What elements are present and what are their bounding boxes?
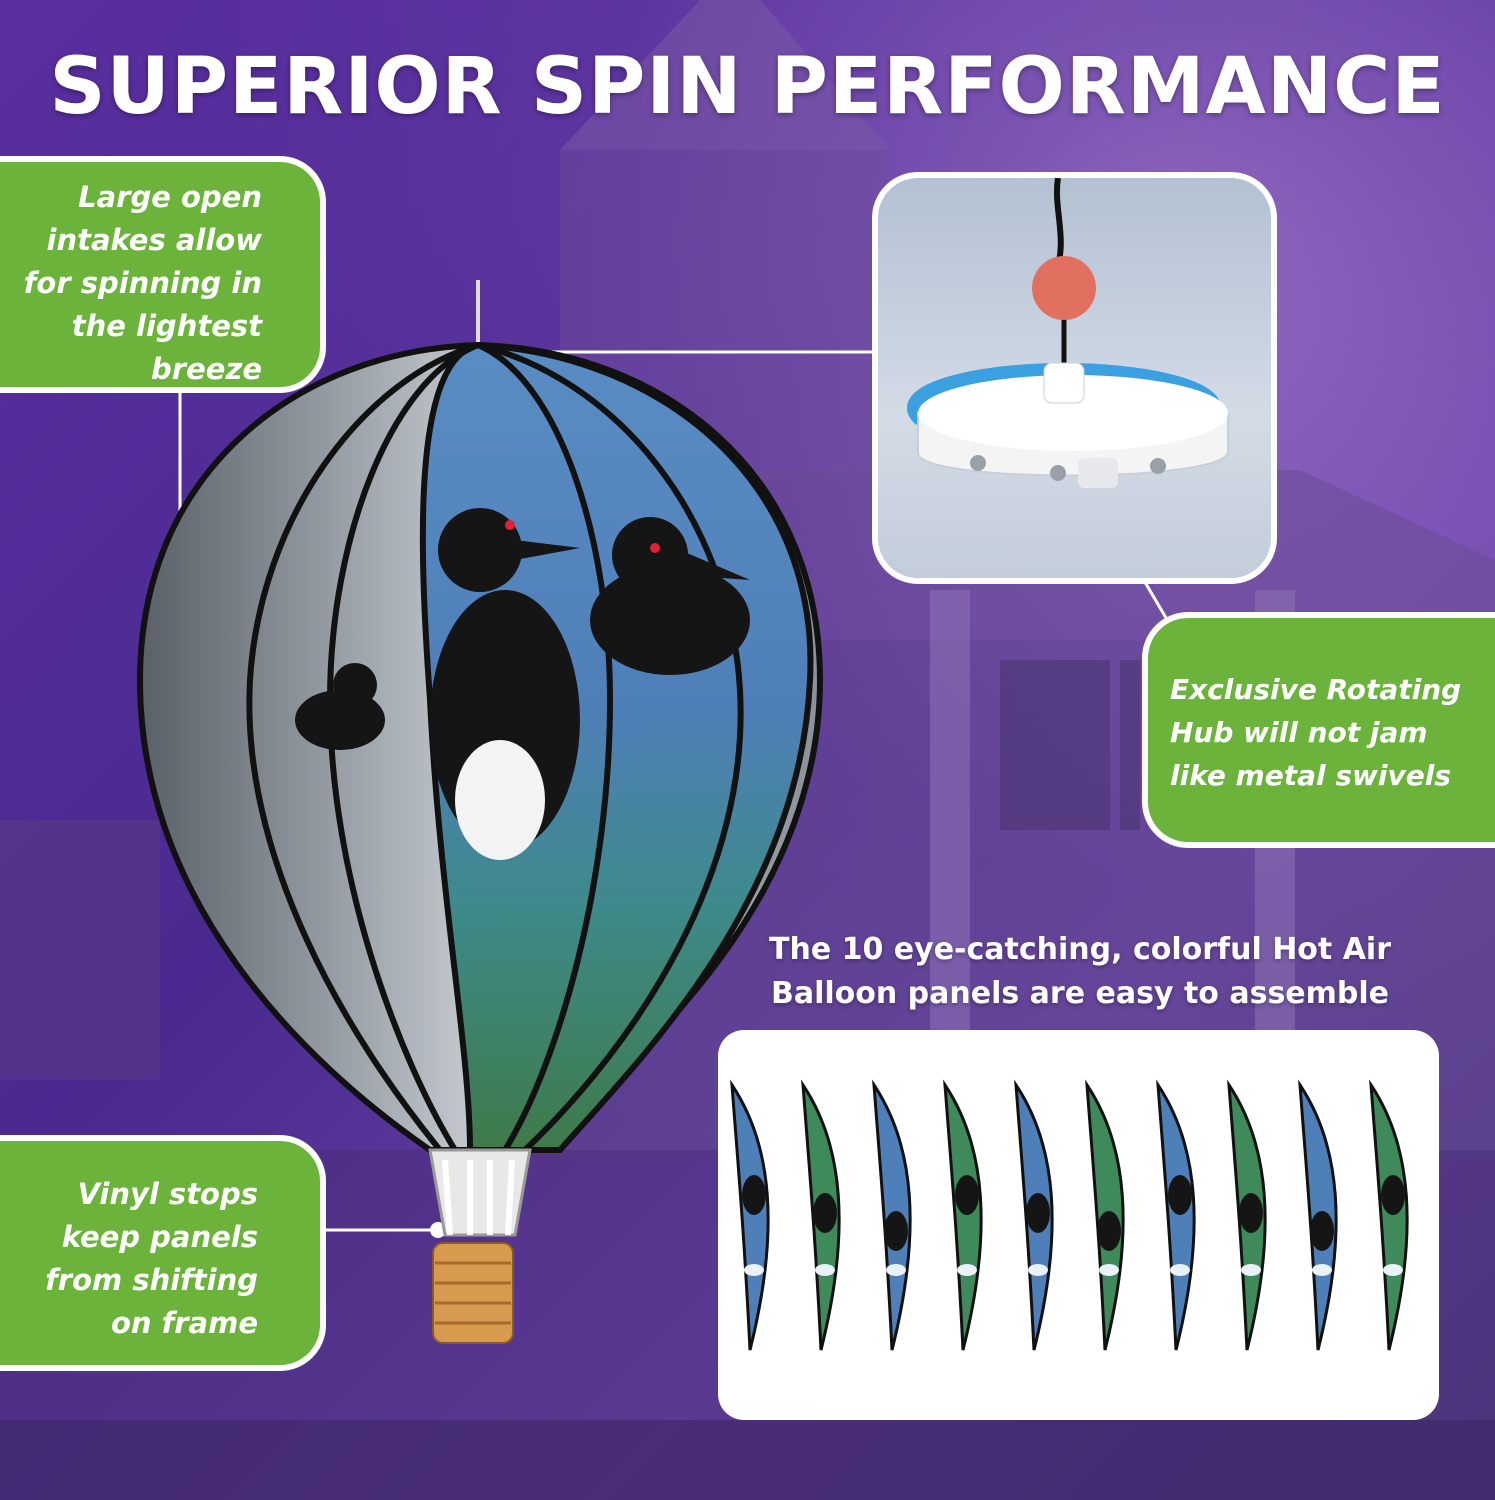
callout-vinyl-stops: Vinyl stops keep panels from shifting on… [0, 1135, 326, 1371]
balloon-panel [801, 1079, 841, 1351]
panels-display [718, 1030, 1439, 1420]
balloon-panel [1369, 1079, 1409, 1351]
balloon-panel [730, 1079, 770, 1351]
callout-intakes: Large open intakes allow for spinning in… [0, 156, 326, 393]
rotating-hub-image [872, 172, 1277, 584]
callout-intakes-line: Large open [78, 180, 262, 214]
callout-hub-line: like metal swivels [1170, 759, 1451, 792]
callout-vinyl-line: from shifting [45, 1263, 258, 1297]
callout-intakes-line: for spinning in [23, 266, 262, 300]
panels-heading: The 10 eye-catching, colorful Hot Air Ba… [740, 928, 1420, 1016]
balloon-panel [1014, 1079, 1054, 1351]
balloon-panel [1156, 1079, 1196, 1351]
balloon-panel [1085, 1079, 1125, 1351]
balloon-panel [872, 1079, 912, 1351]
callout-rotating-hub: Exclusive Rotating Hub will not jam like… [1142, 612, 1495, 848]
panels-heading-line: Balloon panels are easy to assemble [770, 976, 1390, 1011]
callout-vinyl-line: Vinyl stops [77, 1177, 258, 1211]
callout-intakes-line: breeze [151, 352, 262, 386]
balloon-panel [1227, 1079, 1267, 1351]
rotating-hub-icon [907, 178, 1229, 488]
balloon-panel [1298, 1079, 1338, 1351]
balloon-panel [943, 1079, 983, 1351]
callout-vinyl-line: on frame [110, 1306, 258, 1340]
callout-vinyl-line: keep panels [61, 1220, 258, 1254]
page-title: SUPERIOR SPIN PERFORMANCE [49, 42, 1446, 132]
balloon-panels [730, 1079, 1409, 1351]
callout-intakes-line: the lightest [71, 309, 262, 343]
callout-hub-line: Exclusive Rotating [1170, 673, 1462, 706]
callout-hub-line: Hub will not jam [1170, 716, 1428, 749]
callout-intakes-line: intakes allow [46, 223, 262, 257]
panels-heading-line: The 10 eye-catching, colorful Hot Air [769, 932, 1391, 967]
